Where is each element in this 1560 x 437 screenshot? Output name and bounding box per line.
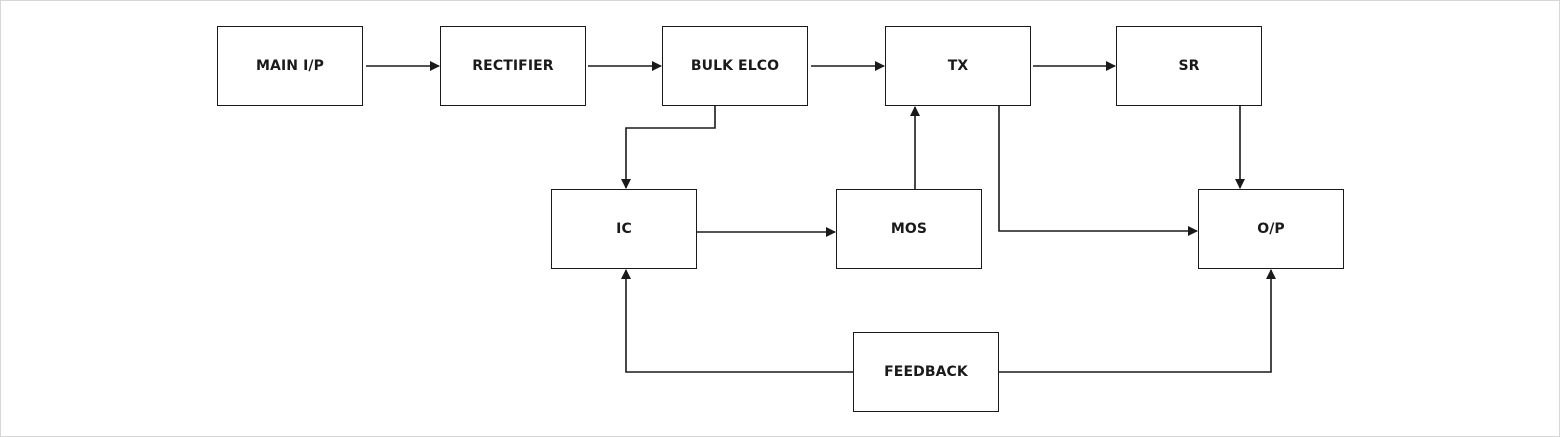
block-mos: MOS [836, 189, 982, 269]
block-bulk-elco-label: BULK ELCO [690, 58, 780, 74]
block-op: O/P [1198, 189, 1344, 269]
block-bulk-elco: BULK ELCO [662, 26, 808, 106]
block-rectifier-label: RECTIFIER [472, 58, 554, 74]
block-op-label: O/P [1257, 221, 1285, 237]
block-feedback: FEEDBACK [853, 332, 999, 412]
block-sr: SR [1116, 26, 1262, 106]
arrow-feedback-to-op [999, 269, 1276, 373]
arrow-feedback-to-ic [621, 269, 853, 373]
block-tx-label: TX [947, 58, 969, 74]
block-main-ip: MAIN I/P [217, 26, 363, 106]
block-sr-label: SR [1178, 58, 1200, 74]
block-tx: TX [885, 26, 1031, 106]
block-rectifier: RECTIFIER [440, 26, 586, 106]
arrow-tx-to-op [998, 105, 1198, 236]
block-mos-label: MOS [890, 221, 928, 237]
block-main-ip-label: MAIN I/P [256, 58, 324, 74]
block-ic-label: IC [616, 221, 632, 237]
block-feedback-label: FEEDBACK [884, 364, 968, 380]
arrow-bulk-elco-to-ic [621, 105, 716, 189]
block-ic: IC [551, 189, 697, 269]
